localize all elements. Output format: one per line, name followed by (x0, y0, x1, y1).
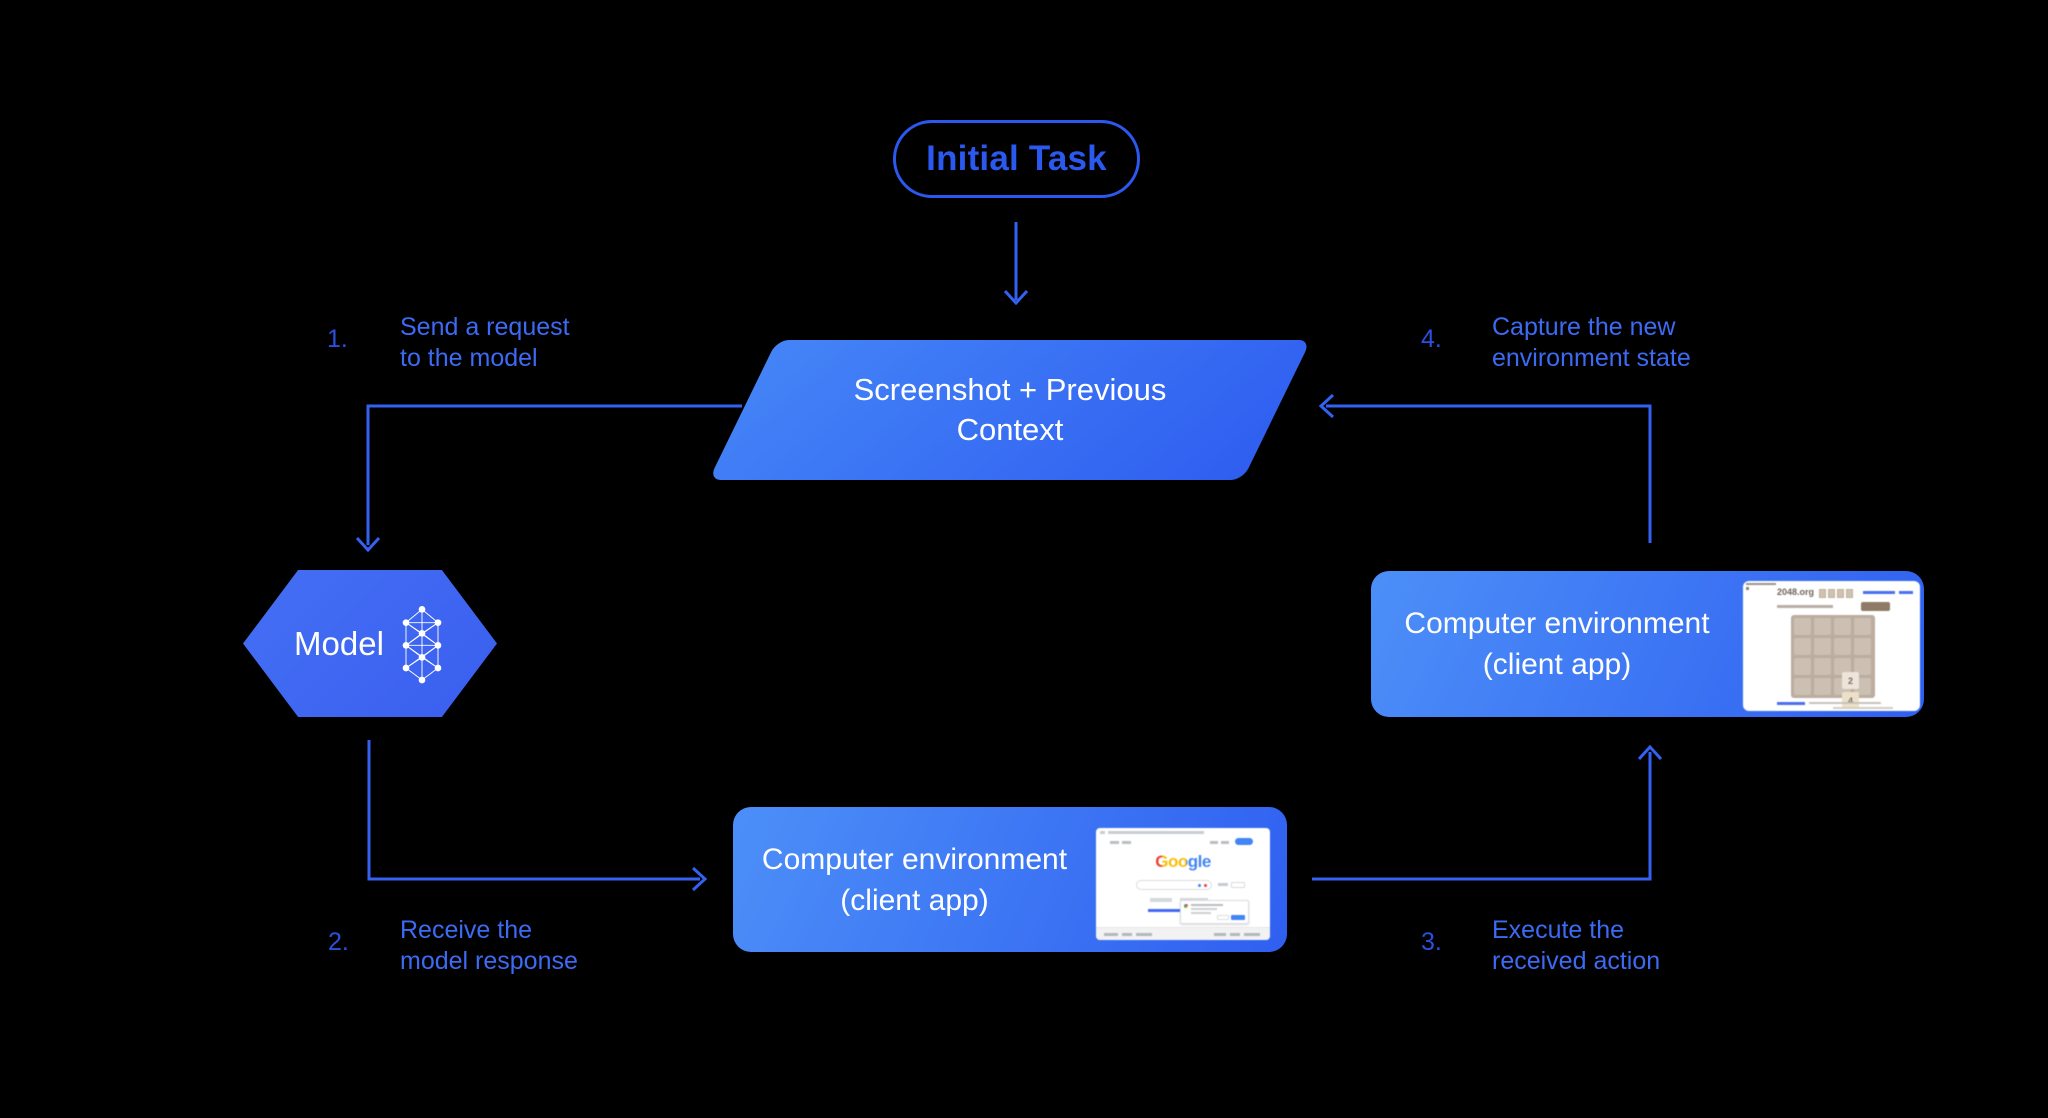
arrow-client-to-client (1312, 744, 1663, 881)
client-bottom-line2: (client app) (840, 883, 989, 917)
google-mini-logo (1184, 904, 1188, 908)
page-footer (1096, 927, 1270, 940)
initial-task-label: Initial Task (926, 139, 1107, 178)
node-client-env-bottom: Computer environment (client app) Google (733, 807, 1287, 952)
game-tiles: 2 4 4 8 (1791, 615, 1875, 709)
node-model: Model (243, 570, 497, 717)
footer-text (1833, 707, 1893, 709)
step-4-line2: environment state (1492, 344, 1691, 372)
tile-2: 2 (1842, 672, 1859, 689)
step-2-line1: Receive the (400, 916, 533, 944)
voice-search-icon (1198, 883, 1201, 887)
nav-link (1122, 841, 1131, 844)
arrow-task-to-screenshot (1003, 222, 1029, 306)
step-4-line1: Capture the new (1492, 313, 1676, 341)
step-1-line2: to the model (400, 344, 538, 372)
score-box (1837, 589, 1844, 598)
google-homepage-screenshot: Google (1096, 828, 1270, 940)
dialog-secondary-button (1217, 915, 1229, 920)
screenshot-context-line2: Context (956, 412, 1064, 447)
step-4-label: Capture the new environment state (1492, 312, 1691, 374)
step-2-number: 2. (328, 928, 349, 956)
google-logo: Google (1096, 852, 1270, 872)
google-search-button (1150, 898, 1172, 902)
step-3-line1: Execute the (1492, 916, 1625, 944)
score-box (1828, 589, 1835, 598)
node-screenshot-context: Screenshot + Previous Context (709, 340, 1311, 480)
step-2-line2: model response (400, 947, 578, 975)
node-initial-task: Initial Task (893, 120, 1140, 198)
dialog-text (1191, 912, 1211, 914)
client-right-line1: Computer environment (1404, 607, 1710, 640)
game-2048-screenshot: 2048.org 2 4 4 8 (1743, 581, 1920, 711)
client-bottom-line1: Computer environment (761, 842, 1068, 876)
step-3-line2: received action (1492, 947, 1661, 975)
url-bar (1108, 831, 1204, 834)
nav-link (1221, 841, 1229, 844)
tile-4: 4 (1842, 692, 1859, 709)
site-title: 2048.org (1777, 587, 1815, 597)
step-4-number: 4. (1421, 325, 1442, 353)
step-1-number: 1. (327, 325, 348, 353)
search-side-box (1231, 882, 1245, 888)
new-game-button (1861, 602, 1890, 611)
step-1-line1: Send a request (400, 313, 570, 341)
nav-link (1110, 841, 1119, 844)
camera-search-icon (1204, 883, 1207, 887)
search-input (1136, 880, 1212, 890)
step-1-label: Send a request to the model (400, 312, 570, 374)
window-controls (1100, 831, 1105, 834)
dialog-primary-button (1231, 915, 1245, 920)
footer-text (1809, 702, 1881, 704)
client-env-right-label: Computer environment (client app) (1371, 571, 1743, 717)
nav-link (1210, 841, 1218, 844)
dialog-text (1191, 908, 1217, 910)
header-link (1899, 591, 1913, 594)
dialog-text (1191, 904, 1223, 906)
client-env-bottom-label: Computer environment (client app) (733, 807, 1096, 952)
step-3-number: 3. (1421, 928, 1442, 956)
model-label: Model (294, 624, 384, 662)
arrow-model-to-client (367, 740, 708, 892)
subtitle-text (1777, 605, 1833, 608)
arrow-screenshot-to-model (355, 404, 742, 553)
screenshot-context-line1: Screenshot + Previous (853, 372, 1167, 407)
game-grid (1791, 615, 1875, 698)
sign-in-button (1235, 838, 1253, 845)
client-right-line2: (client app) (1482, 648, 1632, 681)
neural-network-icon (402, 605, 442, 683)
cookie-consent-dialog (1180, 900, 1249, 924)
score-box (1819, 589, 1826, 598)
score-box (1846, 589, 1853, 598)
header-link (1863, 591, 1895, 594)
step-2-label: Receive the model response (400, 915, 578, 977)
footer-link (1777, 702, 1805, 705)
step-3-label: Execute the received action (1492, 915, 1660, 977)
search-side-text (1218, 883, 1228, 886)
arrow-client-to-screenshot (1318, 393, 1652, 543)
node-client-env-right: Computer environment (client app) 2048.o… (1371, 571, 1924, 717)
browser-tab-icon (1746, 587, 1749, 590)
browser-tab-text (1746, 583, 1776, 585)
